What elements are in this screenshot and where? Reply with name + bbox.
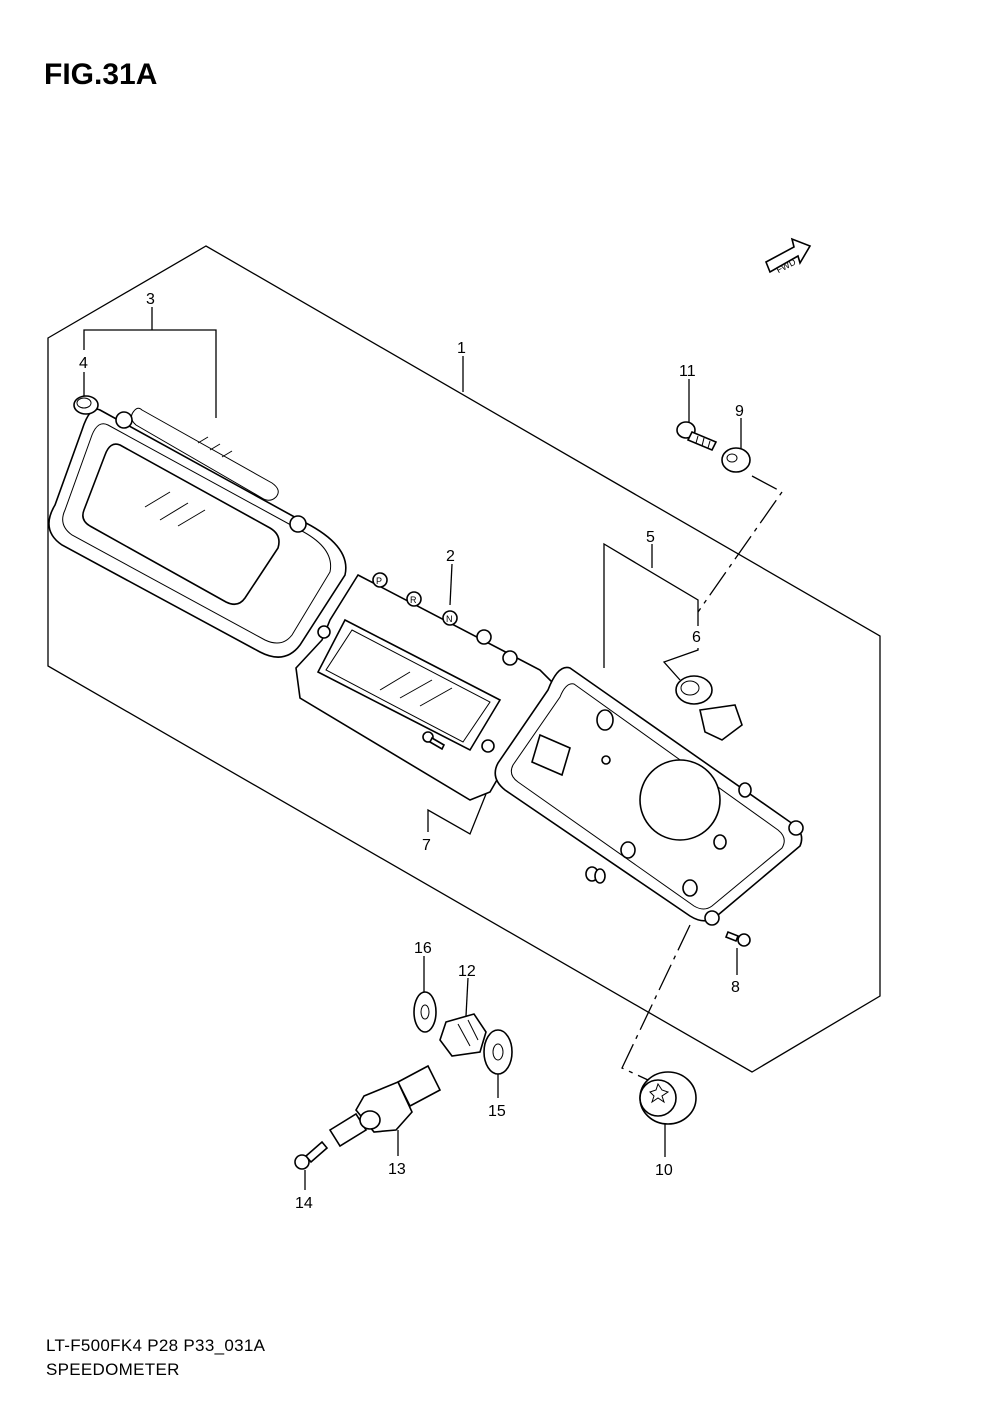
indicator-panel-part: P R N xyxy=(295,572,561,801)
bushing-part-4 xyxy=(73,395,99,415)
socket-part-12 xyxy=(439,1013,487,1057)
callout-15: 15 xyxy=(488,1103,506,1120)
screw-part-7 xyxy=(422,731,446,751)
callout-4: 4 xyxy=(79,355,88,372)
sensor-part-13 xyxy=(328,1064,442,1148)
callout-7: 7 xyxy=(422,837,431,854)
screw-part-8 xyxy=(724,930,751,947)
meter-case-part xyxy=(494,666,804,926)
grommet-part-6 xyxy=(675,675,713,705)
callout-12: 12 xyxy=(458,963,476,980)
bolt-part-11 xyxy=(676,421,718,452)
cushion-part-9 xyxy=(721,447,751,473)
figure-title: FIG.31A xyxy=(44,58,158,91)
callout-14: 14 xyxy=(295,1195,313,1212)
callout-10: 10 xyxy=(655,1162,673,1179)
callout-1: 1 xyxy=(457,340,466,357)
screw-part-14 xyxy=(294,1140,329,1170)
callout-13: 13 xyxy=(388,1161,406,1178)
callout-6: 6 xyxy=(692,629,701,646)
callout-8: 8 xyxy=(731,979,740,996)
svg-text:N: N xyxy=(446,614,453,624)
callout-16: 16 xyxy=(414,940,432,957)
callout-11: 11 xyxy=(679,363,696,380)
diagram-name: SPEEDOMETER xyxy=(46,1360,180,1379)
svg-text:R: R xyxy=(410,595,417,605)
callout-labels: 1 2 3 4 5 6 7 8 9 10 11 12 13 14 15 16 xyxy=(79,291,744,1212)
svg-text:P: P xyxy=(376,576,382,586)
assembly-boundary xyxy=(47,245,881,1073)
callout-9: 9 xyxy=(735,403,744,420)
callout-3: 3 xyxy=(146,291,155,308)
forward-arrow-icon: FWD xyxy=(764,237,812,275)
grommet-part-10 xyxy=(639,1071,697,1125)
callout-2: 2 xyxy=(446,548,455,565)
washer-part-16 xyxy=(413,991,437,1033)
leader-lines xyxy=(83,307,742,1190)
callout-5: 5 xyxy=(646,529,655,546)
washer-part-15 xyxy=(483,1029,513,1075)
diagram-code: LT-F500FK4 P28 P33_031A xyxy=(46,1336,266,1355)
alignment-lines xyxy=(621,475,783,1081)
meter-cover-part xyxy=(48,407,347,658)
